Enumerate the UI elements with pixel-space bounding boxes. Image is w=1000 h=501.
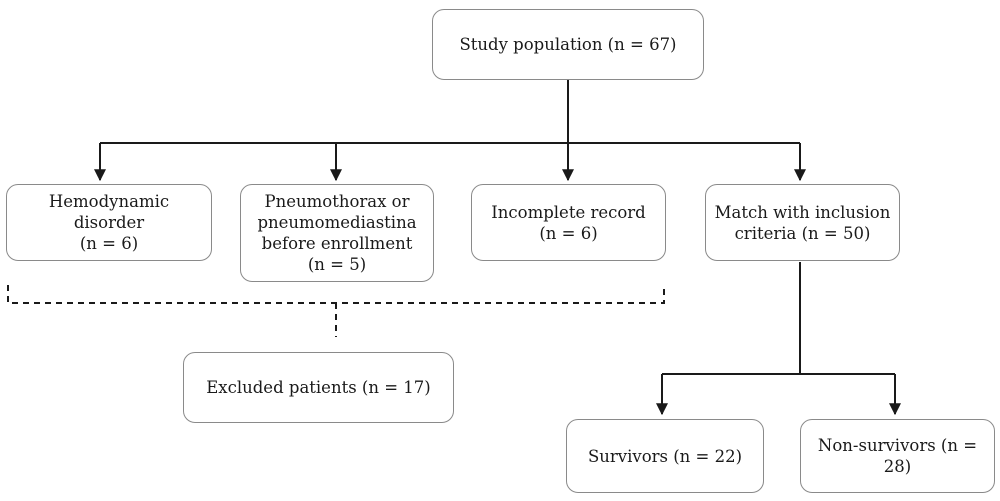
incomplete-record-box: Incomplete record (n = 6) (471, 184, 666, 261)
hemodynamic-disorder-box: Hemodynamic disorder (n = 6) (6, 184, 212, 261)
pneumothorax-box: Pneumothorax or pneumomediastina before … (240, 184, 434, 282)
hemodynamic-disorder-label: Hemodynamic disorder (n = 6) (48, 192, 170, 253)
inclusion-criteria-label: Match with inclusion criteria (n = 50) (714, 202, 891, 243)
excluded-patients-box: Excluded patients (n = 17) (183, 352, 454, 423)
survivors-label: Survivors (n = 22) (587, 446, 743, 466)
study-population-label: Study population (n = 67) (459, 35, 677, 54)
incomplete-record-label: Incomplete record (n = 6) (491, 202, 646, 243)
non-survivors-label: Non-survivors (n = 28) (817, 436, 978, 476)
pneumothorax-label: Pneumothorax or pneumomediastina before … (257, 192, 417, 274)
excluded-patients-label: Excluded patients (n = 17) (206, 378, 431, 397)
study-population-box: Study population (n = 67) (432, 9, 704, 80)
non-survivors-box: Non-survivors (n = 28) (800, 419, 995, 493)
exclusion-brace (7, 285, 665, 304)
inclusion-criteria-box: Match with inclusion criteria (n = 50) (705, 184, 900, 261)
survivors-box: Survivors (n = 22) (566, 419, 764, 493)
